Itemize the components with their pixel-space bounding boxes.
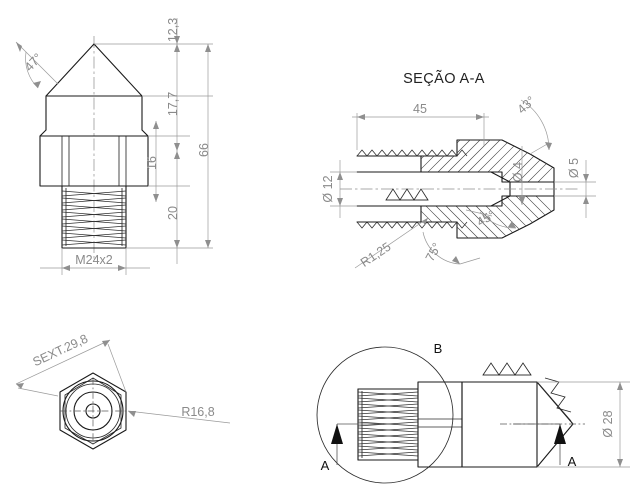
dim-label-17-7: 17,7: [166, 92, 180, 116]
dimension-radius-16-8: R16,8: [127, 405, 231, 424]
dimension-radius-125: R1,25: [354, 217, 429, 270]
threaded-shank: [61, 185, 127, 249]
dimension-17-7: 17,7: [166, 44, 180, 151]
dim-label-dia12: Ø 12: [321, 175, 335, 202]
dimension-20: 20: [166, 151, 180, 264]
front-elevation-view: 47° 12,3 17,7 16: [15, 18, 213, 275]
internal-thread-upper: [356, 149, 468, 157]
section-arrow-right: A: [513, 423, 577, 469]
dimension-angle-75: 75°: [422, 231, 481, 265]
dim-label-dia5: Ø 5: [567, 158, 581, 178]
cone-right-face: [93, 43, 143, 131]
detail-circle-b: [316, 346, 454, 484]
section-title: SEÇÃO A-A: [403, 70, 485, 87]
side-hex-collar: [417, 381, 463, 468]
dim-label-45deg: 45°: [474, 208, 497, 230]
dimension-45: 45: [352, 102, 489, 150]
dimension-16: 16: [145, 121, 159, 202]
dimension-dia-4: Ø 4: [511, 146, 525, 205]
section-body-upper: [356, 139, 555, 183]
dimension-dia-12: Ø 12: [321, 160, 357, 218]
side-threaded-shank: [357, 388, 419, 461]
dim-label-16: 16: [145, 156, 159, 170]
dim-label-45: 45: [413, 102, 427, 116]
section-arrow-left-label: A: [321, 458, 330, 473]
dimension-dia-5: Ø 5: [554, 158, 596, 218]
internal-thread-lower: [356, 221, 468, 229]
dim-label-43deg: 43°: [515, 94, 538, 117]
dimension-66: 66: [197, 44, 211, 248]
dimension-angle-43: 43°: [515, 94, 552, 155]
surface-finish-symbols-bore: [385, 188, 429, 201]
detail-label-b: B: [434, 341, 443, 356]
dimension-m24x2: M24x2: [40, 248, 150, 275]
dim-label-r168: R16,8: [181, 405, 214, 419]
dim-label-66: 66: [197, 143, 211, 157]
cone-left-face: [45, 43, 95, 131]
dim-label-75deg: 75°: [423, 240, 444, 263]
circle-bore: [85, 403, 101, 419]
dim-label-12-3: 12,3: [166, 18, 180, 42]
section-a-a-view: SEÇÃO A-A: [321, 70, 596, 270]
hex-body-outline: [39, 135, 149, 187]
surface-finish-symbols-side: [482, 362, 532, 376]
dim-label-dia4: Ø 4: [511, 162, 525, 182]
side-elevation-view: B: [316, 341, 630, 484]
dim-label-m24x2: M24x2: [75, 253, 113, 267]
dimension-dia-28: Ø 28: [537, 381, 630, 468]
shoulder-left: [39, 129, 47, 137]
extension-lines-right: [94, 43, 213, 249]
dimension-angle-47: 47°: [15, 41, 59, 89]
dim-label-20: 20: [166, 206, 180, 220]
dimension-12-3: 12,3: [166, 18, 180, 44]
hex-end-view: SEXT.29,8 R16,8: [15, 332, 231, 450]
dim-label-dia28: Ø 28: [601, 410, 615, 437]
dim-label-r125: R1,25: [358, 240, 394, 270]
side-body: [461, 381, 538, 468]
surface-finish-symbols-cone: [538, 377, 572, 422]
section-arrow-left: A: [321, 423, 383, 473]
section-arrow-right-label: A: [568, 454, 577, 469]
shoulder-right: [141, 129, 149, 137]
